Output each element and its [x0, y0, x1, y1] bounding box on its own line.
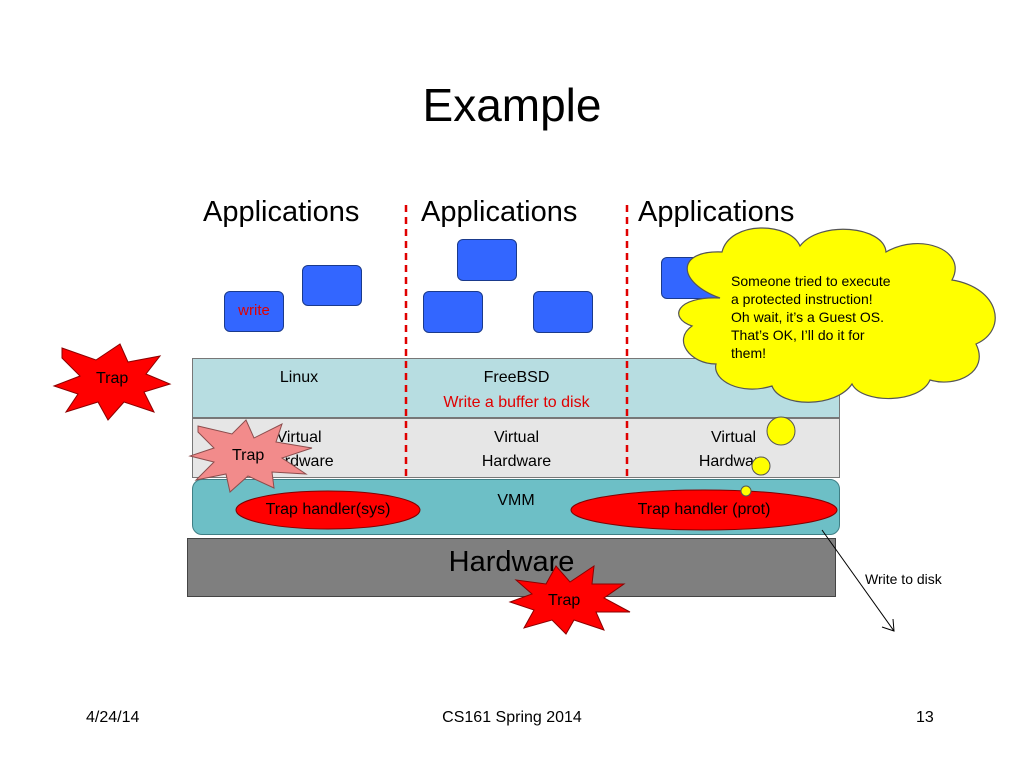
applications-label-freebsd: Applications [421, 196, 578, 228]
app-box [423, 291, 483, 333]
virtual-hw-line2-freebsd: Hardware [481, 453, 552, 470]
write-to-disk-arrow [821, 529, 895, 632]
virtual-hw-line1-windows: Virtual [710, 429, 757, 446]
app-box [302, 265, 362, 306]
thought-line: That’s OK, I’ll do it for [731, 327, 865, 343]
thought-line: them! [731, 345, 767, 361]
thought-line: Oh wait, it’s a Guest OS. [731, 309, 885, 325]
arrowhead [881, 618, 895, 632]
footer-page-number: 13 [916, 709, 934, 726]
applications-label-linux: Applications [203, 196, 360, 228]
hardware-layer [187, 538, 836, 597]
trap-handler-sys: Trap handler(sys) [265, 501, 391, 518]
trap-burst-light-shape [188, 419, 313, 493]
thought-line: a protected instruction! [731, 291, 873, 307]
trap-handler-sys-shape [235, 490, 421, 530]
trap-handler-prot: Trap handler (prot) [637, 501, 771, 518]
trap-burst-left-shape [52, 343, 172, 421]
freebsd-write-buffer-note: Write a buffer to disk [443, 394, 590, 411]
vmm-label: VMM [497, 492, 535, 509]
app-box [457, 239, 517, 281]
applications-label-windows: Applications [638, 196, 795, 228]
os-label-linux: Linux [279, 369, 319, 386]
write-label: write [238, 302, 270, 319]
thought-bubble-shape [678, 227, 996, 497]
trap-label-bottom: Trap [548, 592, 581, 609]
app-box-write: write [224, 291, 284, 332]
thought-bubble-text: Someone tried to execute a protected ins… [731, 272, 941, 362]
trap-label-left: Trap [96, 370, 129, 387]
os-label-freebsd: FreeBSD [483, 369, 550, 386]
footer-date: 4/24/14 [86, 709, 140, 726]
virtual-hw-line1-freebsd: Virtual [493, 429, 540, 446]
trap-label-middle: Trap [232, 447, 265, 464]
trap-handler-prot-shape [570, 489, 838, 531]
virtual-hw-line2-windows: Hardware [698, 453, 769, 470]
app-box [533, 291, 593, 333]
trap-burst-bottom-shape [508, 564, 631, 635]
write-to-disk-label: Write to disk [865, 571, 942, 587]
footer-course: CS161 Spring 2014 [442, 709, 582, 726]
virtual-hw-line1-linux: Virtual [276, 429, 322, 446]
slide-title: Example [422, 79, 602, 131]
thought-line: Someone tried to execute [731, 273, 891, 289]
